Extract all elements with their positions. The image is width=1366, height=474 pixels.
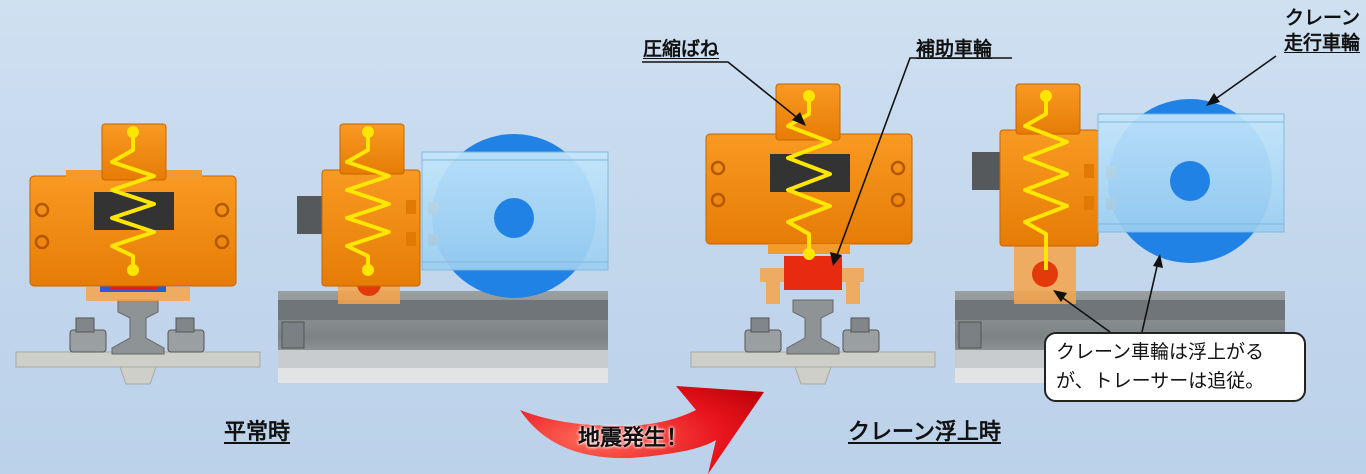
crane-wheel-label-line2: 走行車輪 <box>1283 32 1360 54</box>
compression-spring-label: 圧縮ばね <box>643 38 720 60</box>
spring-icon <box>1023 90 1069 270</box>
leader-lines <box>642 55 1277 333</box>
earthquake-arrow <box>520 386 764 474</box>
side-view-normal <box>278 123 609 383</box>
spring-icon <box>345 126 391 276</box>
crane-wheel-label: クレーン 走行車輪 <box>1280 6 1360 56</box>
callout-line2: が、トレーサーは追従。 <box>1056 370 1265 392</box>
base-plate-stem <box>119 366 157 385</box>
rail-clamp-right <box>167 317 205 353</box>
crane-wheel-label-line1: クレーン <box>1284 7 1360 29</box>
callout-line1: クレーン車輪は浮上がる <box>1056 341 1265 363</box>
spring-icon <box>110 126 156 276</box>
normal-state-caption: 平常時 <box>224 420 291 445</box>
earthquake-caption: 地震発生！ <box>578 426 689 451</box>
front-view-normal <box>15 123 261 385</box>
rail-clamp-left <box>69 317 107 353</box>
front-view-lifted <box>690 83 936 385</box>
callout-box: クレーン車輪は浮上がる が、トレーサーは追従。 <box>1044 332 1306 402</box>
auxiliary-wheel-label: 補助車輪 <box>916 38 993 60</box>
spring-icon <box>786 90 832 260</box>
crane-lifted-caption: クレーン浮上時 <box>848 420 1001 445</box>
